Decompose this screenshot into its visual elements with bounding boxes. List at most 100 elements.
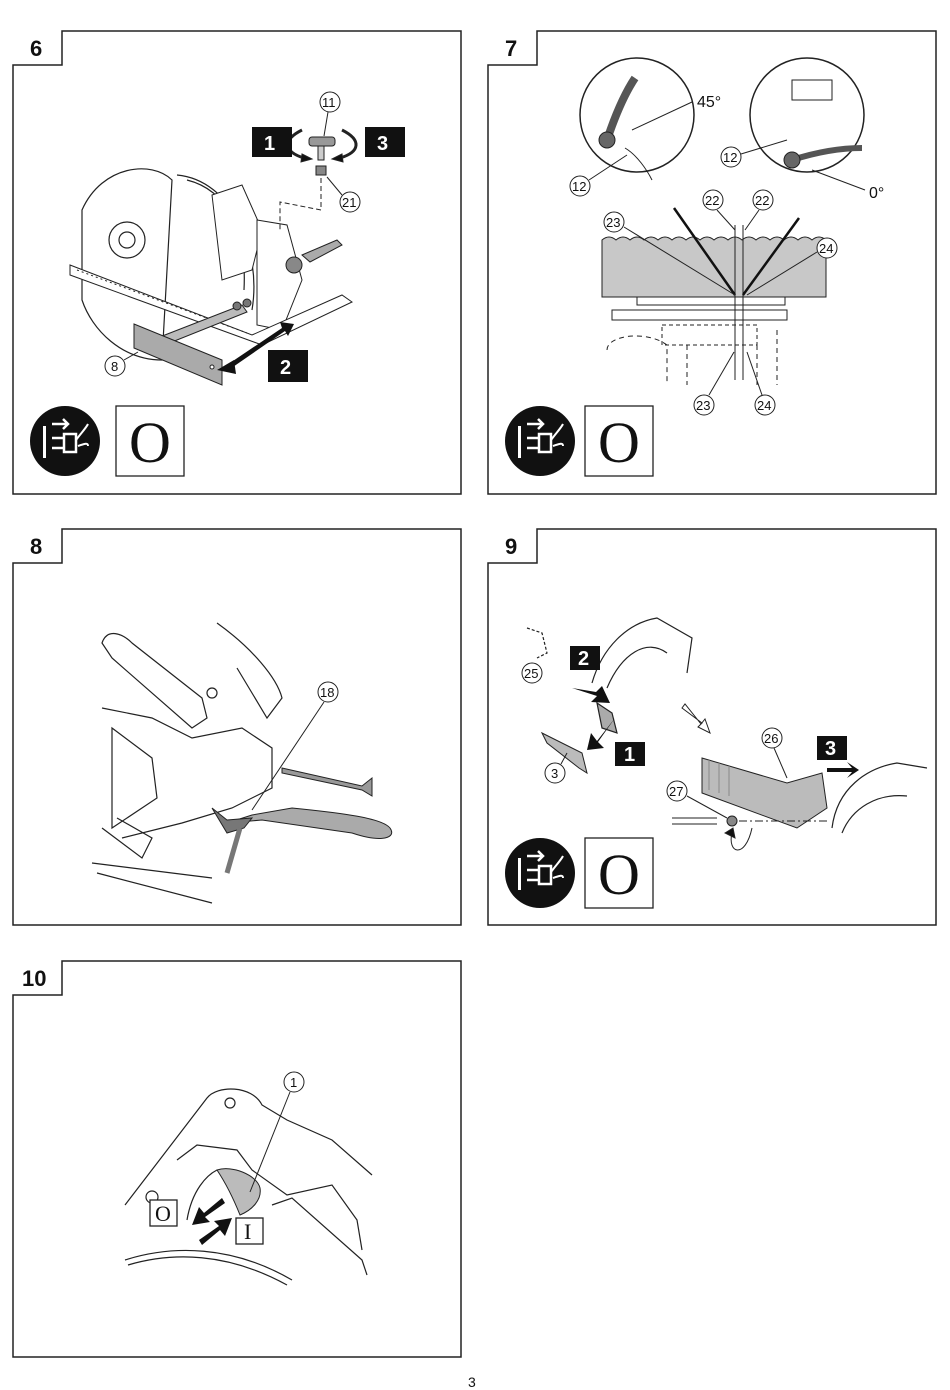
step-badge-3: 3 [365,127,405,157]
svg-text:21: 21 [342,195,356,210]
saw-guide-illustration: 1 3 2 11 21 8 O [30,91,405,477]
figure-number: 8 [30,534,43,559]
svg-text:O: O [598,410,640,475]
step-badge-1: 1 [615,742,645,766]
svg-text:3: 3 [551,766,558,781]
callout-25: 25 [521,662,543,684]
base-scale [606,296,788,385]
callout-22-left: 22 [702,189,736,231]
figure-7: 7 45° 0° [487,30,937,495]
wrench-storage-illustration: 18 [91,622,393,904]
knob-assembly [279,128,358,230]
callout-24-bottom: 24 [746,351,776,416]
svg-text:1: 1 [290,1075,297,1090]
svg-text:11: 11 [322,95,336,110]
blade-guard-part [540,731,588,775]
svg-text:8: 8 [111,359,118,374]
svg-text:3: 3 [377,133,388,155]
detail-0-degree: 0° [749,57,884,202]
callout-3: 3 [544,752,568,784]
unplug-power-icon [505,406,575,476]
callout-24-top: 24 [746,237,838,296]
svg-text:1: 1 [264,133,275,155]
svg-text:45°: 45° [697,94,721,111]
figure-frame [12,30,462,495]
dust-nozzle-illustration: 2 1 3 25 3 26 27 O [505,617,928,909]
saw-guard-right [831,762,928,834]
callout-18: 18 [251,681,339,811]
svg-text:26: 26 [764,731,778,746]
switch-off-symbol: O [584,837,654,909]
unplug-power-icon [505,838,575,908]
figure-number: 6 [30,36,43,61]
svg-text:18: 18 [320,685,334,700]
svg-text:25: 25 [524,666,538,681]
power-switch [216,1168,261,1216]
callout-8: 8 [104,351,139,377]
svg-text:23: 23 [696,398,710,413]
svg-text:0°: 0° [869,185,884,202]
step-badge-3: 3 [817,736,847,760]
screw-assembly [672,815,827,851]
callout-27: 27 [666,780,728,819]
callout-11: 11 [319,91,341,137]
page-number: 3 [468,1374,476,1390]
saw-handle [124,1088,373,1286]
switch-on-label: I [235,1217,264,1245]
figure-frame [12,528,462,926]
figure-frame [487,30,937,495]
direction-arrows [572,686,859,778]
power-switch-illustration: O I 1 [124,1071,373,1286]
callout-12-left: 12 [569,154,628,197]
svg-text:O: O [155,1201,171,1226]
callout-21: 21 [326,176,361,213]
bevel-angle-illustration: 45° 0° 12 12 [505,57,884,477]
switch-off-symbol: O [115,405,185,477]
unplug-power-icon [30,406,100,476]
callout-1: 1 [249,1071,305,1193]
svg-text:2: 2 [578,648,589,670]
step-badge-2: 2 [268,350,308,382]
figure-frame [487,528,937,926]
callout-22-right: 22 [744,189,774,231]
figure-6: 6 [12,30,462,495]
dust-nozzle [701,757,828,829]
svg-text:22: 22 [705,193,719,208]
figure-number: 10 [22,966,47,991]
svg-text:3: 3 [825,738,836,760]
callout-23-bottom: 23 [693,351,735,416]
figure-9: 9 2 [487,528,937,926]
figure-10: 10 O I 1 [12,960,462,1358]
switch-arrows [192,1198,232,1245]
svg-text:23: 23 [606,215,620,230]
callout-23-top: 23 [603,211,736,296]
figure-number: 7 [505,36,518,61]
svg-text:O: O [598,842,640,907]
pointer-lines [672,207,801,296]
figure-frame [12,960,462,1358]
svg-text:22: 22 [755,193,769,208]
detail-45-degree: 45° [579,57,721,181]
svg-text:2: 2 [280,357,291,379]
figure-8: 8 18 [12,528,462,926]
workpiece [601,225,827,380]
svg-text:12: 12 [572,179,586,194]
svg-text:24: 24 [819,241,833,256]
step-badge-2: 2 [570,646,600,670]
callout-12-right: 12 [720,139,788,168]
svg-text:1: 1 [624,744,635,766]
motor-housing [211,184,343,331]
svg-text:27: 27 [669,784,683,799]
svg-text:24: 24 [757,398,771,413]
svg-text:I: I [244,1219,251,1244]
rip-fence [133,298,252,386]
step-badge-1: 1 [252,127,292,157]
svg-text:O: O [129,410,171,475]
callout-26: 26 [761,727,788,779]
slide-arrow [217,322,294,374]
saw-guard-left [526,617,693,734]
switch-off-symbol: O [584,405,654,477]
figure-number: 9 [505,534,518,559]
saw-housing [91,622,283,904]
wrench [211,767,393,874]
